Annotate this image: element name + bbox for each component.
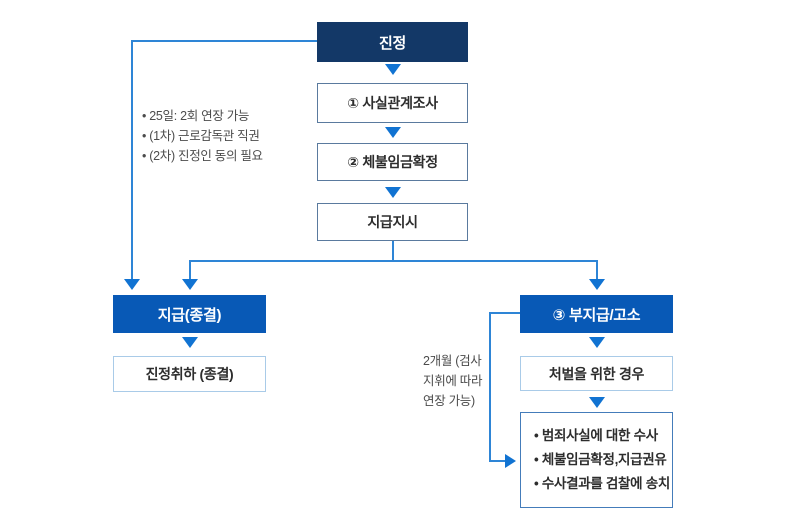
connector-branch-horizontal (189, 260, 598, 262)
punishment-case-box: 처벌을 위한 경우 (520, 356, 673, 391)
connector-branch-right-drop (596, 260, 598, 279)
deadline-note-line: • (1차) 근로감독관 직권 (142, 129, 260, 143)
connector-accusation-loop-top (490, 312, 520, 314)
connector-petition-loop-vertical (131, 40, 133, 280)
extension-note-line: 지휘에 따라 (423, 374, 483, 388)
arrow-down-icon (182, 279, 198, 290)
connector-branch-left-drop (189, 260, 191, 279)
arrow-down-icon (182, 337, 198, 348)
investigation-detail-item: • 체불임금확정,지급권유 (534, 452, 667, 467)
arrow-down-icon (385, 187, 401, 198)
payment-order-box: 지급지시 (317, 203, 468, 241)
withdrawal-box: 진정취하 (종결) (113, 356, 266, 392)
arrow-down-icon (124, 279, 140, 290)
deadline-note: • 25일: 2회 연장 가능 • (1차) 근로감독관 직권 • (2차) 진… (142, 106, 263, 166)
fact-check-box: ① 사실관계조사 (317, 83, 468, 123)
arrow-down-icon (385, 127, 401, 138)
deadline-note-line: • (2차) 진정인 동의 필요 (142, 149, 263, 163)
extension-note-line: 연장 가능) (423, 394, 475, 408)
connector-petition-loop-horizontal (131, 40, 318, 42)
investigation-detail-item: • 수사결과를 검찰에 송치 (534, 476, 670, 491)
petition-box: 진정 (317, 22, 468, 62)
connector-branch-stem (392, 241, 394, 261)
arrow-down-icon (589, 337, 605, 348)
deadline-note-line: • 25일: 2회 연장 가능 (142, 109, 250, 123)
investigation-detail-item: • 범죄사실에 대한 수사 (534, 428, 658, 443)
payment-closed-box: 지급(종결) (113, 295, 266, 333)
arrow-down-icon (589, 279, 605, 290)
arrow-right-icon (505, 454, 516, 468)
connector-accusation-loop-vertical (489, 312, 491, 461)
nonpayment-accusation-box: ③ 부지급/고소 (520, 295, 673, 333)
investigation-details-box: • 범죄사실에 대한 수사 • 체불임금확정,지급권유 • 수사결과를 검찰에 … (520, 412, 673, 508)
extension-note: 2개월 (검사 지휘에 따라 연장 가능) (423, 351, 482, 411)
arrow-down-icon (589, 397, 605, 408)
wage-confirm-box: ② 체불임금확정 (317, 143, 468, 181)
arrow-down-icon (385, 64, 401, 75)
connector-accusation-loop-bottom (489, 460, 507, 462)
extension-note-line: 2개월 (검사 (423, 354, 482, 368)
